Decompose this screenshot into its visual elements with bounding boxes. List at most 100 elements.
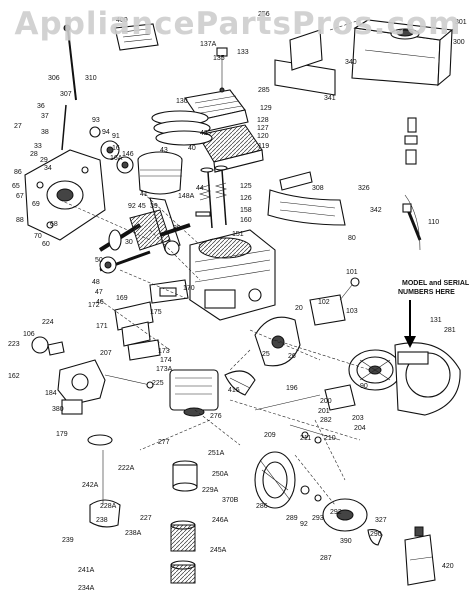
part-label-281: 281 xyxy=(444,327,456,334)
part-label-196: 196 xyxy=(286,385,298,392)
part-label-33: 33 xyxy=(34,143,42,150)
part-label-228a: 228A xyxy=(100,503,117,510)
part-label-223: 223 xyxy=(8,341,20,348)
part-label-101: 101 xyxy=(346,269,358,276)
part-label-256: 256 xyxy=(258,11,270,18)
part-label-127: 127 xyxy=(257,125,269,132)
part-label-40: 40 xyxy=(188,145,196,152)
governor-gear xyxy=(89,126,120,160)
serial-callout-line2: NUMBERS HERE xyxy=(398,289,455,296)
part-label-129: 129 xyxy=(260,105,272,112)
serial-callout-line1: MODEL and SERIAL xyxy=(402,280,470,287)
part-label-173a: 173A xyxy=(156,366,173,373)
part-label-400: 400 xyxy=(116,17,128,24)
leader-lines xyxy=(59,19,371,506)
part-label-94: 94 xyxy=(102,129,110,136)
part-label-282: 282 xyxy=(320,417,332,424)
part-label-241a: 241A xyxy=(78,567,95,574)
part-label-277: 277 xyxy=(158,439,170,446)
part-label-342: 342 xyxy=(370,207,382,214)
part-label-234a: 234A xyxy=(78,585,95,592)
part-label-20: 20 xyxy=(295,305,303,312)
part-label-204: 204 xyxy=(354,425,366,432)
part-label-169: 169 xyxy=(116,295,128,302)
part-label-69: 69 xyxy=(32,201,40,208)
part-label-137a: 137A xyxy=(200,41,217,48)
primer-bulb xyxy=(31,336,65,356)
part-label-222a: 222A xyxy=(118,465,135,472)
part-label-420: 420 xyxy=(442,563,454,570)
part-label-287: 287 xyxy=(320,555,332,562)
exhaust-guard xyxy=(224,370,256,396)
part-label-126: 126 xyxy=(240,195,252,202)
part-label-80: 80 xyxy=(348,235,356,242)
part-label-48: 48 xyxy=(92,279,100,286)
recoil-starter xyxy=(254,451,296,509)
filter-base xyxy=(87,434,121,528)
part-label-41: 41 xyxy=(140,191,148,198)
manual-pad xyxy=(114,23,159,51)
part-label-70: 70 xyxy=(34,233,42,240)
flywheel xyxy=(348,349,402,391)
oil-bottle xyxy=(404,526,436,586)
starter-cup xyxy=(300,485,368,532)
cam-gear xyxy=(116,156,134,174)
muffler xyxy=(169,369,219,417)
part-label-47: 47 xyxy=(95,289,103,296)
part-label-380: 380 xyxy=(52,406,64,413)
part-label-251a: 251A xyxy=(208,450,225,457)
part-label-65: 65 xyxy=(12,183,20,190)
part-label-16a: 16A xyxy=(110,155,123,162)
part-label-135: 135 xyxy=(213,55,225,62)
part-label-36: 36 xyxy=(37,103,45,110)
part-label-340: 340 xyxy=(345,59,357,66)
part-label-37: 37 xyxy=(41,113,49,120)
part-label-211: 211 xyxy=(300,435,311,442)
part-label-227: 227 xyxy=(140,515,152,522)
part-label-46: 46 xyxy=(96,299,104,306)
part-label-171: 171 xyxy=(96,323,108,330)
serial-callout-arrow xyxy=(404,300,416,348)
part-label-86: 86 xyxy=(14,169,22,176)
part-label-306: 306 xyxy=(48,75,60,82)
part-label-229a: 229A xyxy=(202,487,219,494)
part-label-285: 285 xyxy=(258,87,270,94)
part-label-30: 30 xyxy=(125,239,133,246)
part-label-29: 29 xyxy=(40,157,48,164)
head-bolts xyxy=(216,47,228,93)
valve-springs xyxy=(195,182,228,217)
breather-cover xyxy=(184,89,249,133)
part-label-290: 290 xyxy=(370,531,382,538)
part-label-39: 39 xyxy=(150,203,158,210)
part-label-203: 203 xyxy=(352,415,364,422)
part-label-42: 42 xyxy=(200,130,208,137)
part-label-162: 162 xyxy=(8,373,20,380)
part-label-151: 151 xyxy=(232,231,244,238)
part-label-50: 50 xyxy=(95,257,103,264)
part-label-175: 175 xyxy=(150,309,162,316)
governor-linkage xyxy=(254,384,356,444)
part-label-245a: 245A xyxy=(210,547,227,554)
engine-block xyxy=(189,229,276,321)
part-label-184: 184 xyxy=(45,390,57,397)
starter-handle xyxy=(367,529,383,546)
part-label-67: 67 xyxy=(16,193,24,200)
part-label-179: 179 xyxy=(56,431,68,438)
blower-housing xyxy=(394,342,461,416)
ignition-module xyxy=(309,277,360,326)
part-label-25: 25 xyxy=(262,351,270,358)
part-label-239: 239 xyxy=(62,537,74,544)
part-label-390: 390 xyxy=(340,538,352,545)
piston-rings xyxy=(151,110,213,146)
part-label-93: 93 xyxy=(92,117,100,124)
part-label-88: 88 xyxy=(16,217,24,224)
part-label-225: 225 xyxy=(152,380,164,387)
part-label-27: 27 xyxy=(14,123,22,130)
part-label-16: 16 xyxy=(112,145,120,152)
part-label-90: 90 xyxy=(360,383,368,390)
dipstick xyxy=(61,24,77,151)
part-label-307: 307 xyxy=(60,91,72,98)
fuel-fitting xyxy=(404,117,418,165)
part-label-110: 110 xyxy=(428,219,439,226)
